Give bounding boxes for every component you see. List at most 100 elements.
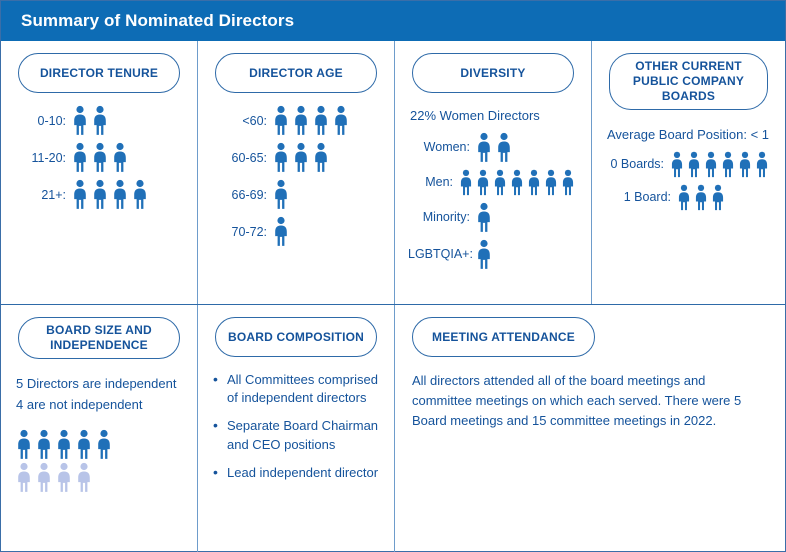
person-icon-wrap: [36, 429, 52, 460]
stat-label: <60:: [242, 113, 267, 128]
stat-list-director-tenure: 0-10: 11-20: 21+:: [14, 105, 184, 210]
panel-title-diversity: DIVERSITY: [412, 53, 574, 93]
stat-row: 1 Board:: [605, 184, 772, 211]
person-icon-wrap: [476, 132, 492, 163]
person-icon: [335, 105, 347, 135]
stat-label: 1 Board:: [623, 190, 671, 205]
person-icon-wrap: [96, 429, 112, 460]
stat-row: 11-20:: [14, 142, 184, 173]
person-icon-wrap: [76, 462, 92, 493]
person-icon: [695, 184, 707, 210]
panel-row-bottom: BOARD SIZE AND INDEPENDENCE 5 Directors …: [1, 305, 785, 552]
person-icon: [315, 105, 327, 135]
pictogram-group: [72, 105, 112, 136]
stat-label: 11-20:: [31, 150, 66, 165]
stat-label: 60-65:: [231, 150, 267, 165]
person-icon: [275, 216, 287, 246]
person-icon: [98, 429, 110, 459]
list-item: Lead independent director: [211, 463, 381, 483]
person-icon-wrap: [510, 169, 524, 196]
person-icon-wrap: [132, 179, 148, 210]
panel-title-label: DIRECTOR AGE: [249, 65, 343, 80]
pictogram-group: [476, 202, 496, 233]
panel-title-board-composition: BOARD COMPOSITION: [215, 317, 377, 357]
stat-label: Women:: [423, 140, 470, 155]
pictogram-group: [273, 216, 293, 247]
panel-director-tenure: DIRECTOR TENURE 0-10: 11-20: 21+:: [1, 41, 198, 304]
stat-row: <60:: [211, 105, 381, 136]
panel-title-director-age: DIRECTOR AGE: [215, 53, 377, 93]
pictogram-group: [670, 151, 772, 178]
person-icon-wrap: [476, 202, 492, 233]
header-bar: Summary of Nominated Directors: [1, 1, 785, 41]
person-icon-wrap: [687, 151, 701, 178]
panel-title-meeting-attendance: MEETING ATTENDANCE: [412, 317, 595, 357]
stat-row: 0-10:: [14, 105, 184, 136]
stat-label: 0-10:: [37, 113, 67, 128]
person-icon-wrap: [112, 142, 128, 173]
person-icon-wrap: [76, 429, 92, 460]
person-icon-wrap: [92, 105, 108, 136]
person-icon: [671, 151, 683, 177]
diversity-note: 22% Women Directors: [410, 108, 540, 123]
person-icon-wrap: [313, 142, 329, 173]
panel-row-top: DIRECTOR TENURE 0-10: 11-20: 21+:: [1, 41, 785, 305]
person-icon: [78, 462, 90, 492]
stat-label: Men:: [425, 175, 453, 190]
stat-label: LGBTQIA+:: [408, 247, 473, 262]
person-icon-wrap: [476, 169, 490, 196]
board-composition-list: All Committees comprised of independent …: [211, 370, 381, 483]
person-icon-wrap: [496, 132, 512, 163]
board-size-line2: 4 are not independent: [16, 396, 143, 412]
person-icon: [74, 142, 86, 172]
person-icon: [712, 184, 724, 210]
pictogram-group: [273, 179, 293, 210]
person-icon: [756, 151, 768, 177]
person-icon-wrap: [704, 151, 718, 178]
person-icon: [94, 179, 106, 209]
person-icon: [275, 142, 287, 172]
person-icon-wrap: [561, 169, 575, 196]
panel-title-label: DIRECTOR TENURE: [39, 65, 159, 80]
panel-title-label: BOARD COMPOSITION: [227, 329, 365, 344]
board-size-line1: 5 Directors are independent: [16, 376, 177, 391]
pictogram-group: [476, 239, 496, 270]
independent-row: [16, 429, 184, 460]
independence-pictogram: [16, 429, 184, 493]
person-icon: [545, 169, 557, 195]
person-icon-wrap: [16, 429, 32, 460]
person-icon-wrap: [677, 184, 691, 211]
person-icon-wrap: [313, 105, 329, 136]
stat-label: 70-72:: [231, 224, 267, 239]
person-icon: [315, 142, 327, 172]
person-icon: [678, 184, 690, 210]
stat-row: LGBTQIA+:: [408, 239, 578, 270]
person-icon: [478, 239, 490, 269]
person-icon-wrap: [670, 151, 684, 178]
person-icon-wrap: [72, 179, 88, 210]
not-independent-row: [16, 462, 184, 493]
stat-row: Women:: [408, 132, 578, 163]
list-item: Separate Board Chairman and CEO position…: [211, 416, 381, 453]
panel-grid: DIRECTOR TENURE 0-10: 11-20: 21+:: [1, 41, 785, 552]
person-icon-wrap: [721, 151, 735, 178]
page-title: Summary of Nominated Directors: [21, 11, 295, 30]
person-icon: [688, 151, 700, 177]
panel-board-composition: BOARD COMPOSITION All Committees compris…: [198, 305, 395, 552]
person-icon: [114, 142, 126, 172]
person-icon: [478, 132, 490, 162]
person-icon-wrap: [56, 429, 72, 460]
person-icon: [722, 151, 734, 177]
person-icon-wrap: [527, 169, 541, 196]
person-icon-wrap: [92, 142, 108, 173]
person-icon: [528, 169, 540, 195]
person-icon-wrap: [544, 169, 558, 196]
person-icon: [705, 151, 717, 177]
person-icon: [38, 429, 50, 459]
pictogram-group: [476, 132, 516, 163]
person-icon: [739, 151, 751, 177]
person-icon-wrap: [711, 184, 725, 211]
panel-meeting-attendance: MEETING ATTENDANCE All directors attende…: [395, 305, 785, 552]
person-icon: [494, 169, 506, 195]
panel-title-label: BOARD SIZE AND INDEPENDENCE: [46, 323, 152, 352]
